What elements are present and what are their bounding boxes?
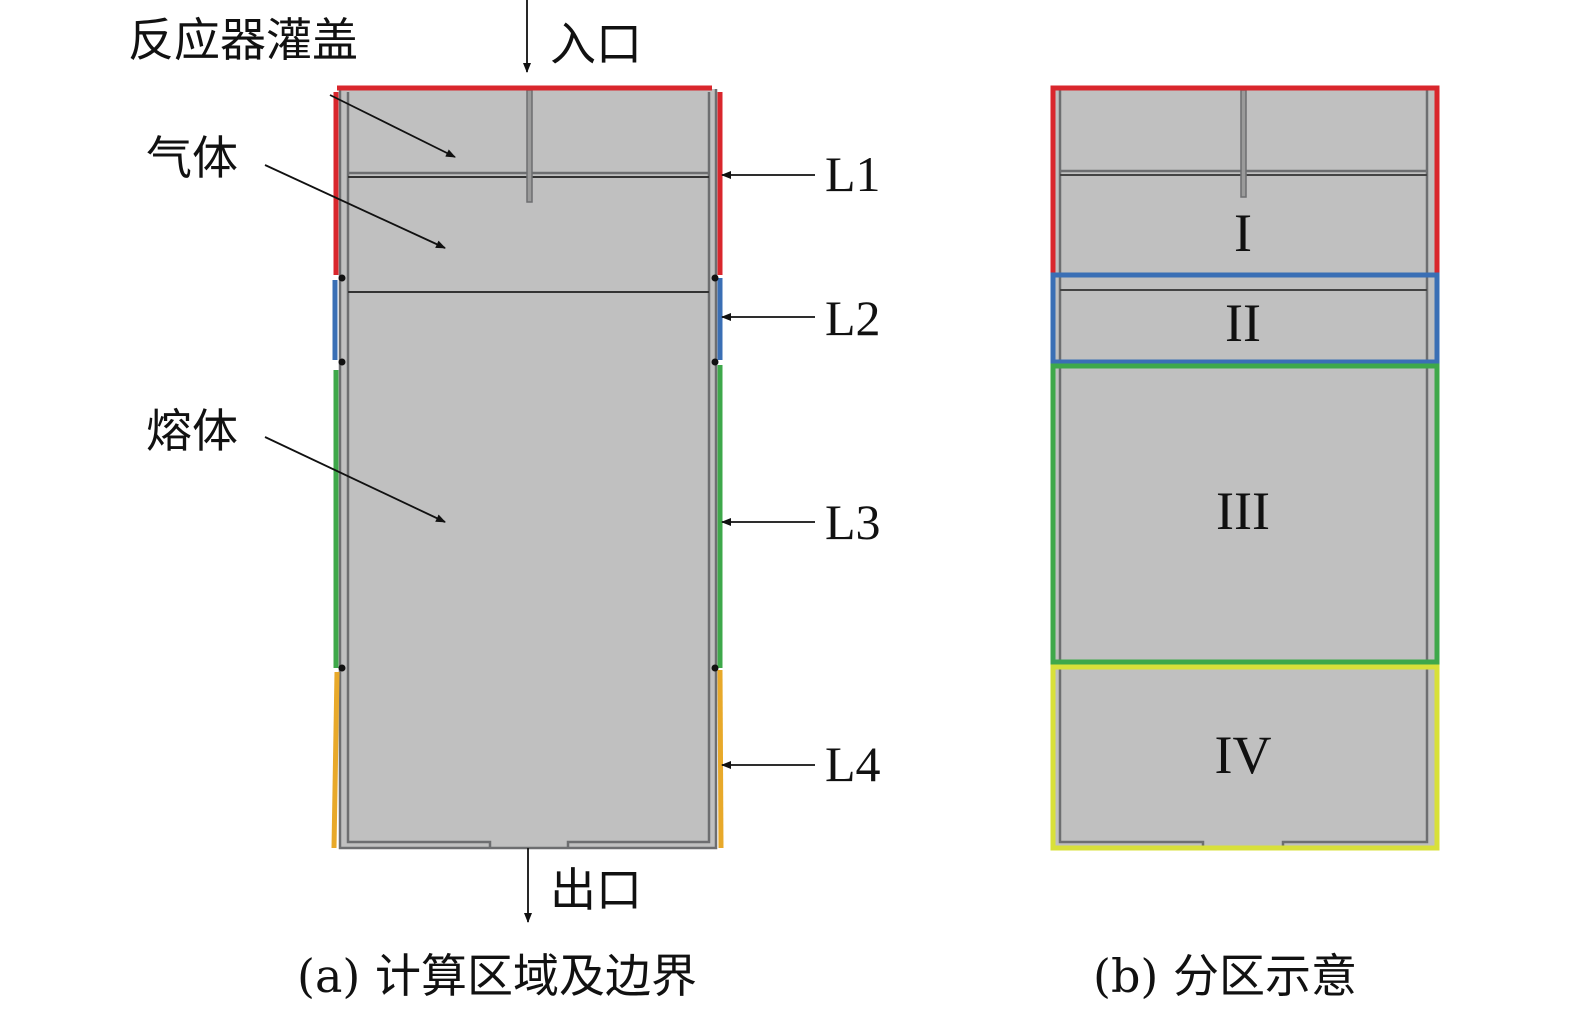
zone-ii-label: II — [1225, 293, 1261, 353]
zone-iv-outline — [1050, 664, 1440, 851]
outlet-label: 出口 — [550, 863, 642, 917]
l2-label: L2 — [825, 290, 881, 346]
domain-fill — [340, 89, 716, 848]
zone-iii-outline — [1050, 363, 1440, 665]
panel-b-zone-schematic: I II III IV (b) 分区示意 — [1050, 85, 1440, 1003]
inlet-pipe-b — [1240, 89, 1247, 198]
zone-i-label: I — [1234, 203, 1252, 263]
panel-a-computational-domain: 反应器灌盖 入口 气体 熔体 出口 L1 L2 L3 L4 (a) 计算区域及边… — [128, 0, 881, 1003]
zone-ii-outline — [1050, 272, 1440, 365]
l4-label: L4 — [825, 736, 881, 792]
caption-b: (b) 分区示意 — [1093, 949, 1357, 1003]
boundary-junction-dots — [338, 274, 719, 672]
l1-label: L1 — [825, 146, 881, 202]
l3-label: L3 — [825, 494, 881, 550]
gas-leader-arrow — [264, 164, 446, 249]
inner-wall — [346, 92, 711, 848]
melt-label: 熔体 — [146, 404, 238, 458]
caption-a: (a) 计算区域及边界 — [297, 949, 697, 1003]
zone-iv-label: IV — [1215, 725, 1272, 785]
melt-leader-arrow — [264, 436, 446, 523]
lid-leader-arrow — [329, 94, 456, 158]
zone-fill — [1053, 88, 1437, 848]
inlet-label: 入口 — [550, 17, 642, 71]
gas-label: 气体 — [146, 131, 238, 185]
boundary-l4-right — [717, 669, 724, 849]
zone-iii-label: III — [1216, 481, 1270, 541]
inlet-pipe — [526, 89, 533, 203]
inner-wall-b — [1058, 90, 1429, 846]
boundary-l4-left — [331, 671, 340, 849]
lid-label: 反应器灌盖 — [128, 13, 358, 67]
